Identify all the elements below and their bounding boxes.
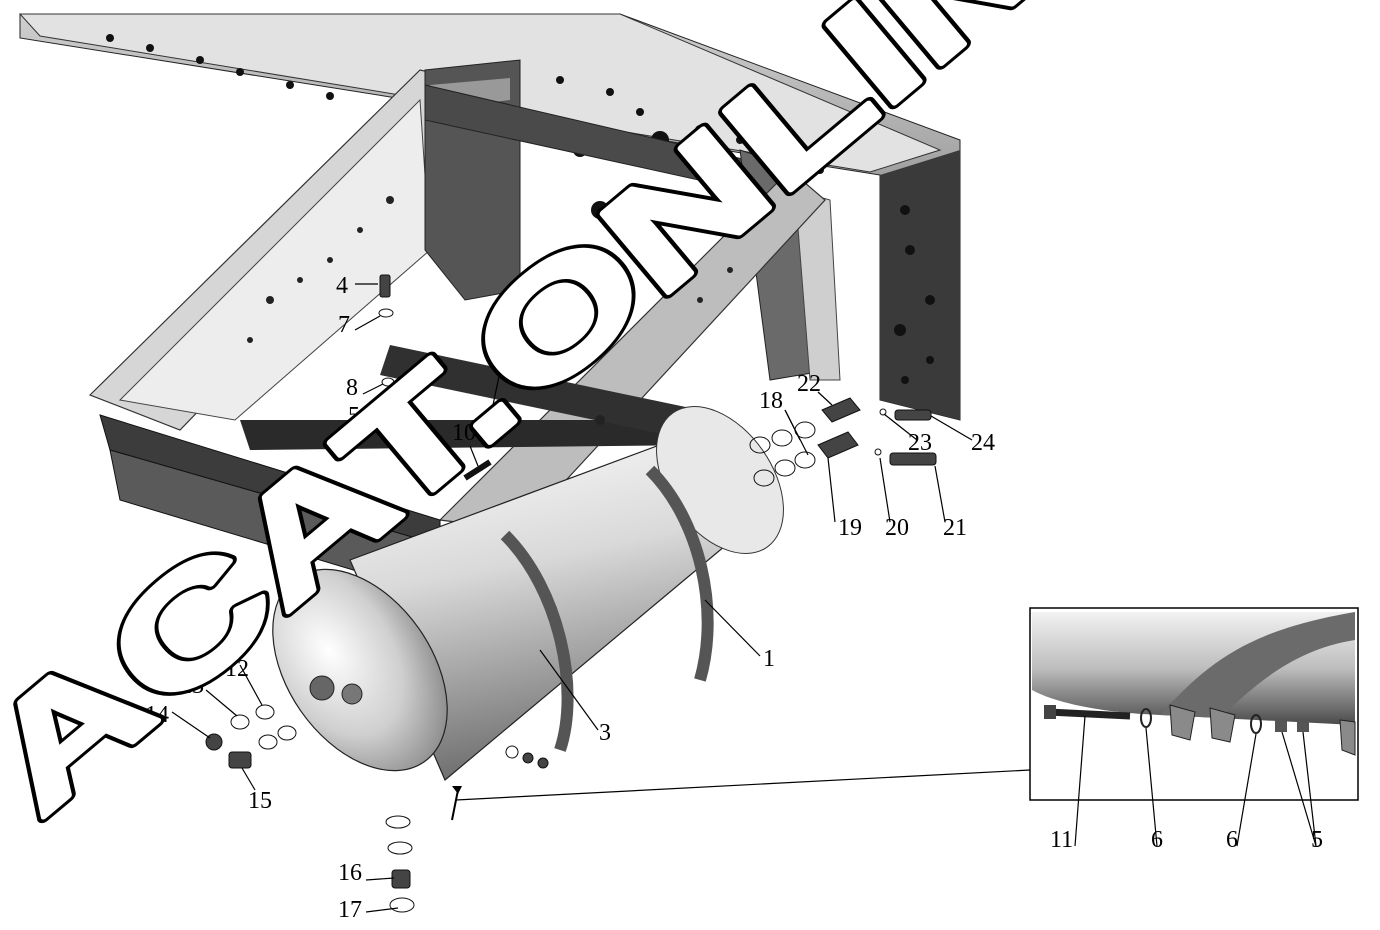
callout-8: 8 — [346, 375, 358, 401]
inset-callout-5: 5 — [1311, 827, 1323, 853]
tank-bracket — [88, 59, 841, 591]
callout-13: 13 — [180, 673, 204, 699]
hardware-parts — [205, 274, 937, 913]
callout-4: 4 — [336, 273, 348, 299]
leader-lines — [171, 283, 1031, 913]
callout-18: 18 — [759, 388, 783, 414]
callout-21: 21 — [943, 515, 967, 541]
callout-17: 17 — [338, 897, 362, 923]
callout-14: 14 — [145, 702, 169, 728]
callout-12: 12 — [225, 656, 249, 682]
callout-5: 5 — [348, 403, 360, 429]
inset-callout-6a: 6 — [1151, 827, 1163, 853]
callout-7: 7 — [338, 312, 350, 338]
callout-22: 22 — [797, 371, 821, 397]
callout-24: 24 — [971, 430, 995, 456]
callout-16: 16 — [338, 860, 362, 886]
callout-23: 23 — [908, 430, 932, 456]
inset-callout-11: 11 — [1050, 827, 1073, 853]
callout-10: 10 — [452, 420, 476, 446]
callout-3: 3 — [599, 720, 611, 746]
callout-2: 2 — [500, 314, 512, 340]
callout-15: 15 — [248, 788, 272, 814]
callout-labels: 4 7 2 8 5 9 10 22 18 23 24 19 20 21 1 3 … — [145, 273, 1323, 923]
callout-19: 19 — [838, 515, 862, 541]
air-tank — [272, 406, 784, 781]
detail-inset — [1029, 607, 1359, 847]
callout-9: 9 — [412, 420, 424, 446]
callout-1: 1 — [763, 646, 775, 672]
inset-callout-6b: 6 — [1226, 827, 1238, 853]
callout-20: 20 — [885, 515, 909, 541]
